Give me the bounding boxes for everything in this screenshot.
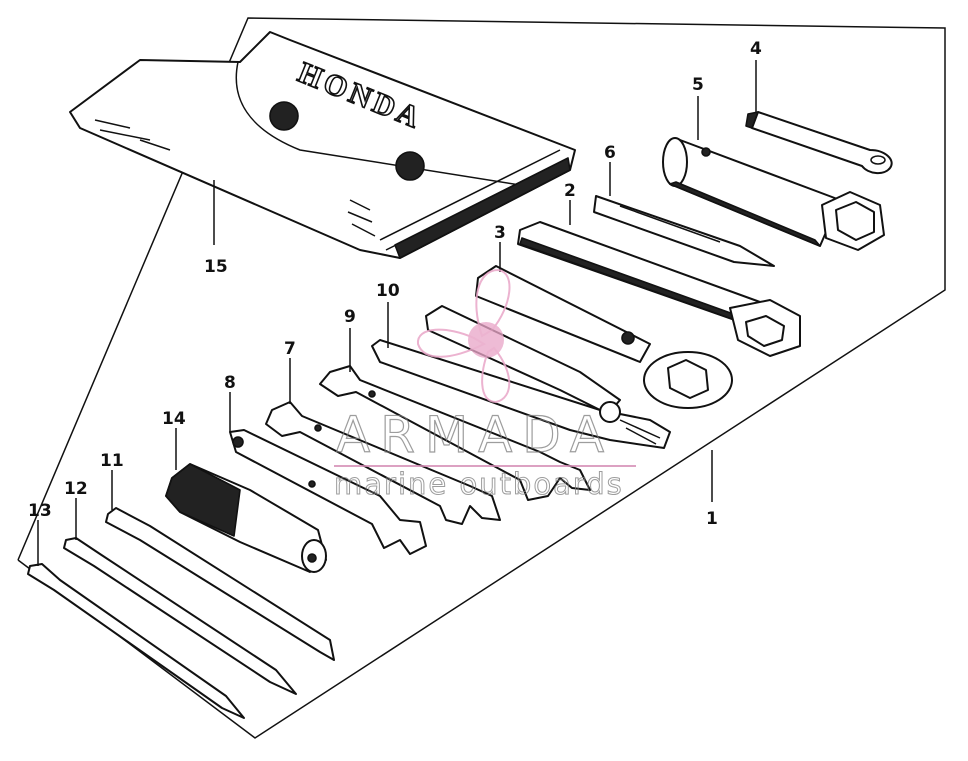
armada-watermark: ARMADA marine outboards — [334, 405, 636, 502]
callout-7: 7 — [284, 339, 296, 359]
callout-14: 14 — [162, 409, 186, 429]
callout-4: 4 — [750, 39, 762, 59]
ring-spanner-small — [475, 265, 733, 409]
callout-1: 1 — [706, 509, 718, 529]
callout-11: 11 — [100, 451, 124, 471]
tommy-bar — [745, 111, 893, 174]
callout-13: 13 — [28, 501, 52, 521]
screwdriver-13 — [27, 563, 245, 719]
plug-wrench — [662, 137, 885, 251]
callout-12: 12 — [64, 479, 88, 499]
callout-6: 6 — [604, 143, 616, 163]
tool-bag: HONDA — [69, 31, 576, 259]
open-spanner-8 — [229, 429, 427, 555]
screwdriver-shaft — [105, 507, 335, 661]
callout-labels: 15 4 5 6 2 3 10 9 7 8 14 11 12 13 1 — [28, 39, 762, 529]
watermark-subtitle: marine outboards — [334, 467, 624, 501]
screwdriver-handle — [165, 463, 327, 573]
screwdriver-blade — [593, 195, 775, 267]
ring-spanner-large — [517, 221, 801, 357]
watermark-title: ARMADA — [336, 406, 614, 464]
callout-3: 3 — [494, 223, 506, 243]
callout-15: 15 — [204, 257, 228, 277]
callout-10: 10 — [376, 281, 400, 301]
callout-8: 8 — [224, 373, 236, 393]
open-spanner-7 — [265, 401, 501, 525]
leader-lines — [37, 60, 757, 566]
callout-5: 5 — [692, 75, 704, 95]
callout-2: 2 — [564, 181, 576, 201]
screwdriver-12 — [63, 537, 297, 695]
callout-9: 9 — [344, 307, 356, 327]
armada-propeller-logo — [416, 268, 511, 404]
